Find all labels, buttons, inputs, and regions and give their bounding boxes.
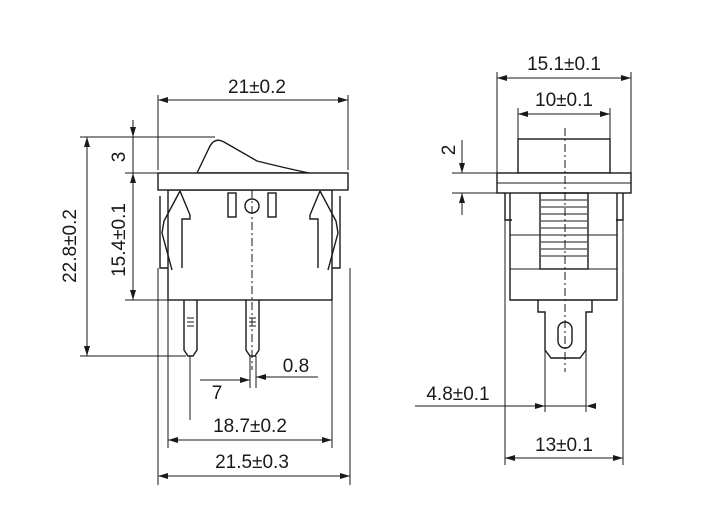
rocker-actuator [195,139,310,174]
label-side-top-width: 10±0.1 [535,90,593,111]
dim-front-body-height: 15.4±0.1 [109,173,168,301]
dim-side-body-width: 13±0.1 [504,220,624,465]
label-flange-thickness: 2 [439,145,460,156]
side-top-button [517,138,611,174]
label-body-height: 15.4±0.1 [109,203,130,277]
label-pin-width: 0.8 [283,356,309,377]
front-body [167,189,333,301]
label-terminal-width: 4.8±0.1 [426,384,489,405]
dim-side-flange-thickness: 2 [439,140,497,215]
label-rocker-height: 3 [109,152,130,163]
label-side-overall-width: 15.1±0.1 [527,54,601,75]
side-ribs [541,199,587,257]
label-side-body-width: 13±0.1 [535,435,593,456]
dim-front-overall-width: 21±0.2 [157,77,349,170]
label-pin-spacing: 7 [212,383,223,404]
dim-front-clip-width: 21.5±0.3 [157,268,351,485]
right-terminal [245,300,260,357]
label-total-height: 22.8±0.2 [60,209,81,283]
label-overall-width: 21±0.2 [228,77,286,98]
label-base-width: 18.7±0.2 [213,416,287,437]
dim-front-total-height: 22.8±0.2 [60,136,186,357]
right-clip [309,190,341,271]
left-clip [159,190,191,271]
dim-front-pin-width: 0.8 [249,356,318,388]
side-body [509,193,618,301]
dim-side-top-width: 10±0.1 [517,90,611,139]
dim-front-pin-spacing: 7 [189,356,250,420]
left-terminal [183,300,198,357]
front-flange [157,172,349,191]
front-view [157,139,349,370]
dim-side-terminal-width: 4.8±0.1 [415,350,596,412]
dim-side-overall-width: 15.1±0.1 [496,54,632,173]
side-view [496,128,632,372]
label-clip-width: 21.5±0.3 [215,452,289,473]
dim-front-base-width: 18.7±0.2 [167,300,333,448]
